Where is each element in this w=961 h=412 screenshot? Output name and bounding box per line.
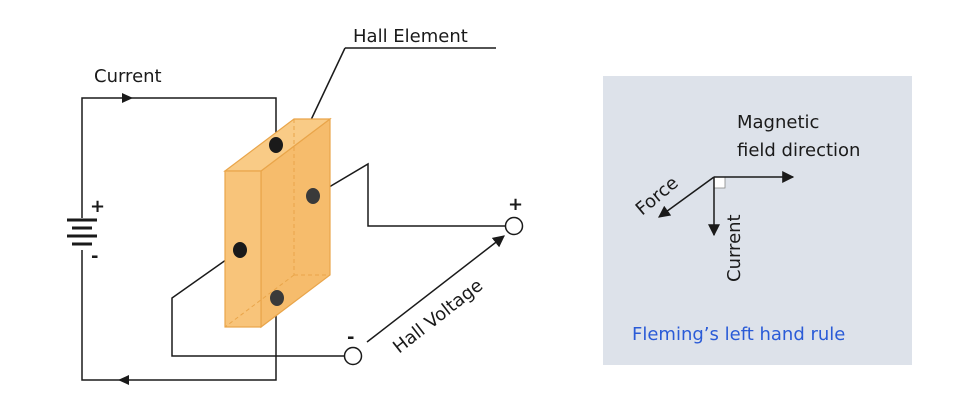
- hall-element-hidden-edge-d: [224, 274, 295, 328]
- hall-wire-right: [313, 162, 505, 227]
- battery-plus-label: +: [90, 196, 105, 217]
- battery-minus-label: -: [91, 246, 98, 267]
- circuit-wires: [81, 47, 505, 381]
- current-wire-top: [81, 97, 277, 218]
- current-wire-bottom: [81, 250, 277, 381]
- current-label: Current: [94, 66, 162, 87]
- force-arrow: [658, 176, 715, 218]
- right-angle-marker: [713, 176, 726, 189]
- fleming-current-label: Current: [724, 214, 745, 282]
- hall-element-leader: [309, 47, 346, 123]
- current-arrow-top: [122, 93, 133, 103]
- magnetic-label-line2: field direction: [737, 140, 860, 161]
- terminal-plus-label: +: [508, 194, 523, 215]
- contact-right: [306, 188, 320, 204]
- fleming-panel-bg: [603, 76, 912, 365]
- contact-top: [269, 137, 283, 153]
- current-arrow-bottom: [118, 375, 129, 385]
- contact-bottom: [270, 290, 284, 306]
- fleming-caption: Fleming’s left hand rule: [632, 324, 845, 345]
- hall-voltage-arrow: [366, 235, 505, 343]
- contact-left: [233, 242, 247, 258]
- fleming-panel: Magnetic field direction Force Current F…: [603, 76, 912, 365]
- terminal-minus: [343, 346, 363, 366]
- magnetic-label-line1: Magnetic: [737, 112, 819, 133]
- hall-wire-left: [171, 249, 344, 357]
- hall-element-label: Hall Element: [353, 26, 468, 47]
- terminal-plus: [504, 216, 524, 236]
- terminal-minus-label: -: [347, 327, 354, 348]
- battery-icon: [67, 218, 97, 246]
